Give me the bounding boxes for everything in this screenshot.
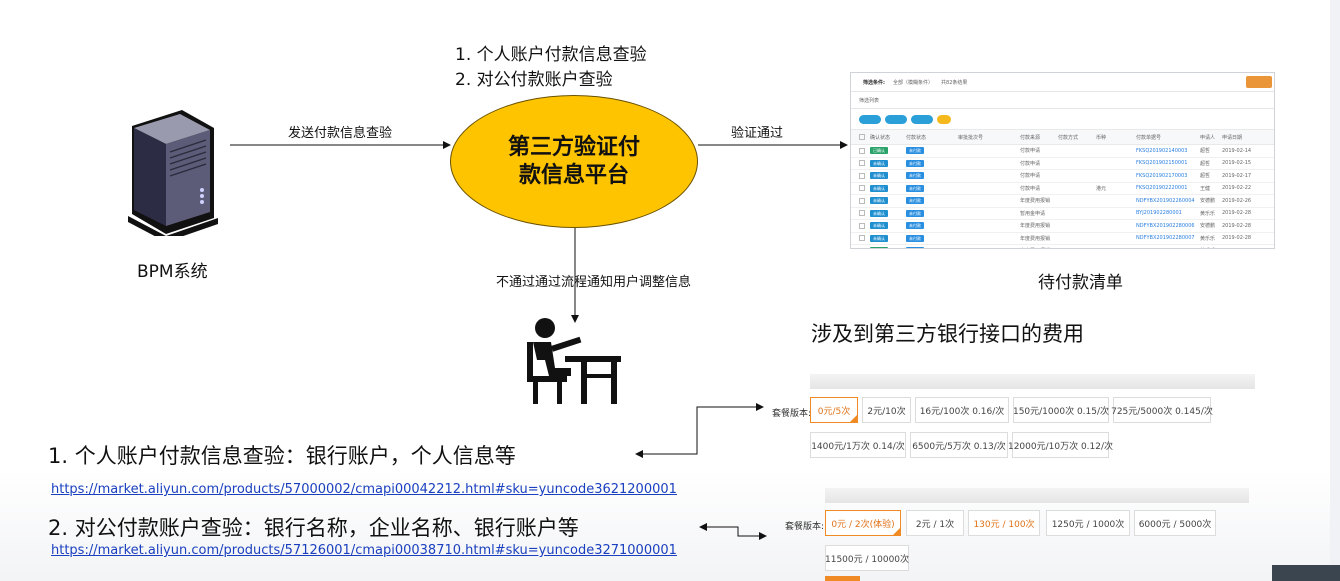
panel2-option[interactable]: 6000元 / 5000次 (1134, 510, 1216, 536)
pay-status-badge: 未付款 (906, 184, 924, 192)
user-at-desk-icon (527, 318, 621, 404)
confirm-status-badge: 已确认 (870, 147, 888, 155)
price-panel-1-header (810, 374, 1255, 389)
panel1-option[interactable]: 6500元/5万次 0.13/次 (910, 432, 1008, 458)
server-icon (128, 110, 218, 236)
confirm-status-badge: 未确认 (870, 222, 888, 230)
arrow-verify-label: 验证通过 (731, 126, 784, 141)
price-panel-2-header (825, 488, 1249, 503)
filter-count: 共82条结果 (941, 79, 968, 86)
pay-status-badge: 未付款 (906, 234, 924, 242)
corner-block (1272, 565, 1340, 581)
bpm-system-label: BPM系统 (137, 262, 208, 282)
pay-status-badge: 未付款 (906, 197, 924, 205)
confirm-status-badge: 未确认 (870, 172, 888, 180)
panel1-option[interactable]: 1400元/1万次 0.14/次 (810, 432, 906, 458)
pay-status-badge: 未付款 (906, 172, 924, 180)
bottom-item-1-link[interactable]: https://market.aliyun.com/products/57000… (51, 482, 677, 497)
toolbar-button-1[interactable] (859, 114, 881, 124)
panel2-option[interactable]: 11500元 / 10000次 (825, 545, 909, 571)
confirm-status-badge: 未确认 (870, 209, 888, 217)
confirm-status-badge: 未确认 (870, 159, 888, 167)
toolbar-button-4[interactable] (937, 114, 951, 124)
panel1-option[interactable]: 150元/1000次 0.15/次 (1013, 397, 1109, 423)
toolbar-button-2[interactable] (885, 114, 907, 124)
pay-status-badge: 未付款 (906, 209, 924, 217)
pending-list-label: 待付款清单 (1038, 273, 1123, 293)
pay-status-badge: 未付款 (906, 222, 924, 230)
confirm-status-badge: 未确认 (870, 184, 888, 192)
pending-payment-table-screenshot: 筛选条件: 全部（模糊条件） 共82条结果 筛选列表 确认状态 付款状态 审批批… (850, 72, 1275, 249)
filter-hint: 全部（模糊条件） (893, 79, 934, 86)
panel2-option[interactable]: 0元 / 2次(体验) (825, 510, 901, 536)
fees-title: 涉及到第三方银行接口的费用 (811, 322, 1084, 346)
arrow-fail-label: 不通过通过流程通知用户调整信息 (496, 275, 692, 290)
price-panel-2-label: 套餐版本: (785, 522, 825, 532)
pay-status-badge: 未付款 (906, 147, 924, 155)
top-list-item-2: 2. 对公付款账户查验 (455, 70, 613, 90)
price-panel-1-label: 套餐版本: (772, 409, 812, 419)
right-edge-strip (1330, 0, 1340, 581)
table-row[interactable]: 已确认未付款个人费用报销GRFYBX201902270003黄乐乐2019-02… (851, 245, 1274, 248)
panel2-option[interactable]: 1250元 / 1000次 (1046, 510, 1130, 536)
pay-status-badge: 未付款 (906, 247, 924, 248)
panel1-option[interactable]: 0元/5次 (810, 397, 858, 423)
pay-status-badge: 未付款 (906, 159, 924, 167)
filter-label: 筛选条件: (863, 79, 885, 86)
verification-platform-node: 第三方验证付款信息平台 (450, 95, 698, 228)
panel2-option[interactable]: 130元 / 100次 (968, 510, 1040, 536)
arrow-link-2 (699, 523, 767, 540)
confirm-status-badge: 未确认 (870, 234, 888, 242)
confirm-status-badge: 未确认 (870, 197, 888, 205)
panel2-option[interactable]: 2元 / 1次 (906, 510, 964, 536)
filter-button[interactable] (1246, 76, 1272, 88)
filter-list-label: 筛选列表 (859, 97, 880, 104)
panel1-option[interactable]: 16元/100次 0.16/次 (915, 397, 1009, 423)
panel1-option[interactable]: 2元/10次 (862, 397, 911, 423)
toolbar-button-3[interactable] (911, 114, 933, 124)
platform-label: 第三方验证付款信息平台 (507, 134, 640, 188)
panel1-option[interactable]: 725元/5000次 0.145/次 (1111, 397, 1213, 423)
panel1-option[interactable]: 12000元/10万次 0.12/次 (1008, 432, 1113, 458)
arrow-send-label: 发送付款信息查验 (288, 126, 393, 141)
bottom-item-2-text: 2. 对公付款账户查验：银行名称，企业名称、银行账户等 (48, 516, 579, 540)
bottom-item-1-text: 1. 个人账户付款信息查验：银行账户，个人信息等 (48, 444, 516, 468)
arrow-link-1 (635, 403, 764, 458)
bottom-item-2-link[interactable]: https://market.aliyun.com/products/57126… (51, 543, 677, 558)
top-list-item-1: 1. 个人账户付款信息查验 (455, 45, 647, 65)
table-header: 确认状态 付款状态 审批批次号 付款来源 付款方式 币种 付款单据号 申请人 申… (851, 129, 1274, 145)
price-panel-2-accent (825, 576, 860, 581)
confirm-status-badge: 已确认 (870, 247, 888, 248)
